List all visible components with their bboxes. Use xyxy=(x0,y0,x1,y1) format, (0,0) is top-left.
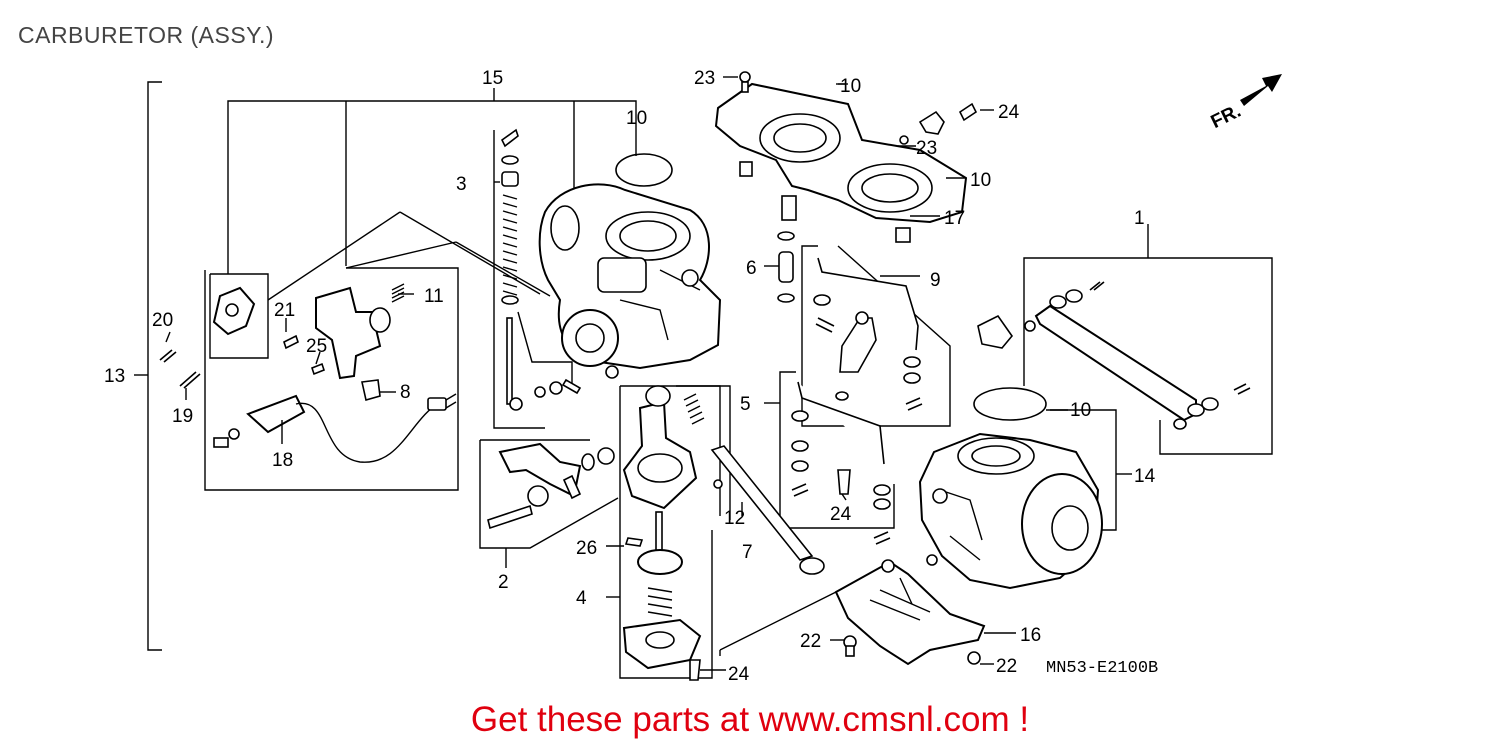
sensor-bracket-lever xyxy=(159,283,405,402)
callout-3: 3 xyxy=(456,174,467,195)
callout-14: 14 xyxy=(1134,466,1156,487)
jet-spring-stack-3 xyxy=(493,128,582,429)
link-rod-assembly-5 xyxy=(764,371,895,545)
callout-10c: 10 xyxy=(970,170,991,191)
synchronizing-linkage-1 xyxy=(977,224,1273,455)
callout-10a: 10 xyxy=(626,108,647,129)
callout-20: 20 xyxy=(152,310,173,331)
callout-19: 19 xyxy=(172,406,193,427)
callout-15: 15 xyxy=(482,68,503,89)
direction-label: FR. xyxy=(1208,101,1245,133)
callout-8: 8 xyxy=(400,382,411,403)
assembly-bracket-13 xyxy=(134,81,162,651)
callout-18: 18 xyxy=(272,450,293,471)
diagram-code: MN53-E2100B xyxy=(1046,659,1158,678)
callout-26: 26 xyxy=(576,538,597,559)
assembly-frame-15 xyxy=(227,88,637,274)
callout-13: 13 xyxy=(104,366,125,387)
callout-10d: 10 xyxy=(1070,400,1091,421)
link-rod-assembly-9 xyxy=(801,245,951,427)
callout-11: 11 xyxy=(424,286,444,307)
throttle-position-sensor-18 xyxy=(213,393,457,463)
callout-25: 25 xyxy=(306,336,327,357)
callout-10b: 10 xyxy=(840,76,861,97)
choke-diaphragm-box xyxy=(619,385,825,681)
leader-lines xyxy=(165,83,966,671)
callout-6: 6 xyxy=(746,258,757,279)
carburetor-exploded-diagram: 1 2 3 4 5 6 7 8 9 10 10 10 10 11 12 13 1… xyxy=(104,68,1282,685)
callout-23b: 23 xyxy=(916,138,937,159)
callout-22b: 22 xyxy=(996,656,1017,677)
callout-7: 7 xyxy=(742,542,753,563)
callout-2: 2 xyxy=(498,572,509,593)
callout-12: 12 xyxy=(724,508,745,529)
callout-21: 21 xyxy=(274,300,295,321)
callout-4: 4 xyxy=(576,588,587,609)
callout-5: 5 xyxy=(740,394,751,415)
callout-16: 16 xyxy=(1020,625,1041,646)
callout-9: 9 xyxy=(930,270,941,291)
page-title: CARBURETOR (ASSY.) xyxy=(18,22,275,48)
callout-24c: 24 xyxy=(728,664,750,685)
right-carburetor-body xyxy=(918,387,1132,590)
left-carburetor-body xyxy=(538,183,722,379)
top-screws xyxy=(723,71,994,145)
front-direction-arrow xyxy=(1240,74,1282,106)
callout-24b: 24 xyxy=(830,504,852,525)
o-ring-left xyxy=(615,153,673,187)
lower-bracket-16 xyxy=(719,559,1016,666)
callout-1: 1 xyxy=(1134,208,1145,229)
joint-pipe-6 xyxy=(764,231,795,303)
callout-23a: 23 xyxy=(694,68,715,89)
intake-manifold-plate-17 xyxy=(714,82,968,243)
callout-22a: 22 xyxy=(800,631,821,652)
callout-17: 17 xyxy=(944,208,965,229)
promo-banner-link[interactable]: Get these parts at www.cmsnl.com ! xyxy=(470,700,1030,739)
callout-24a: 24 xyxy=(998,102,1020,123)
sensor-group-box xyxy=(204,211,551,491)
fast-idle-lever-2 xyxy=(479,439,619,568)
